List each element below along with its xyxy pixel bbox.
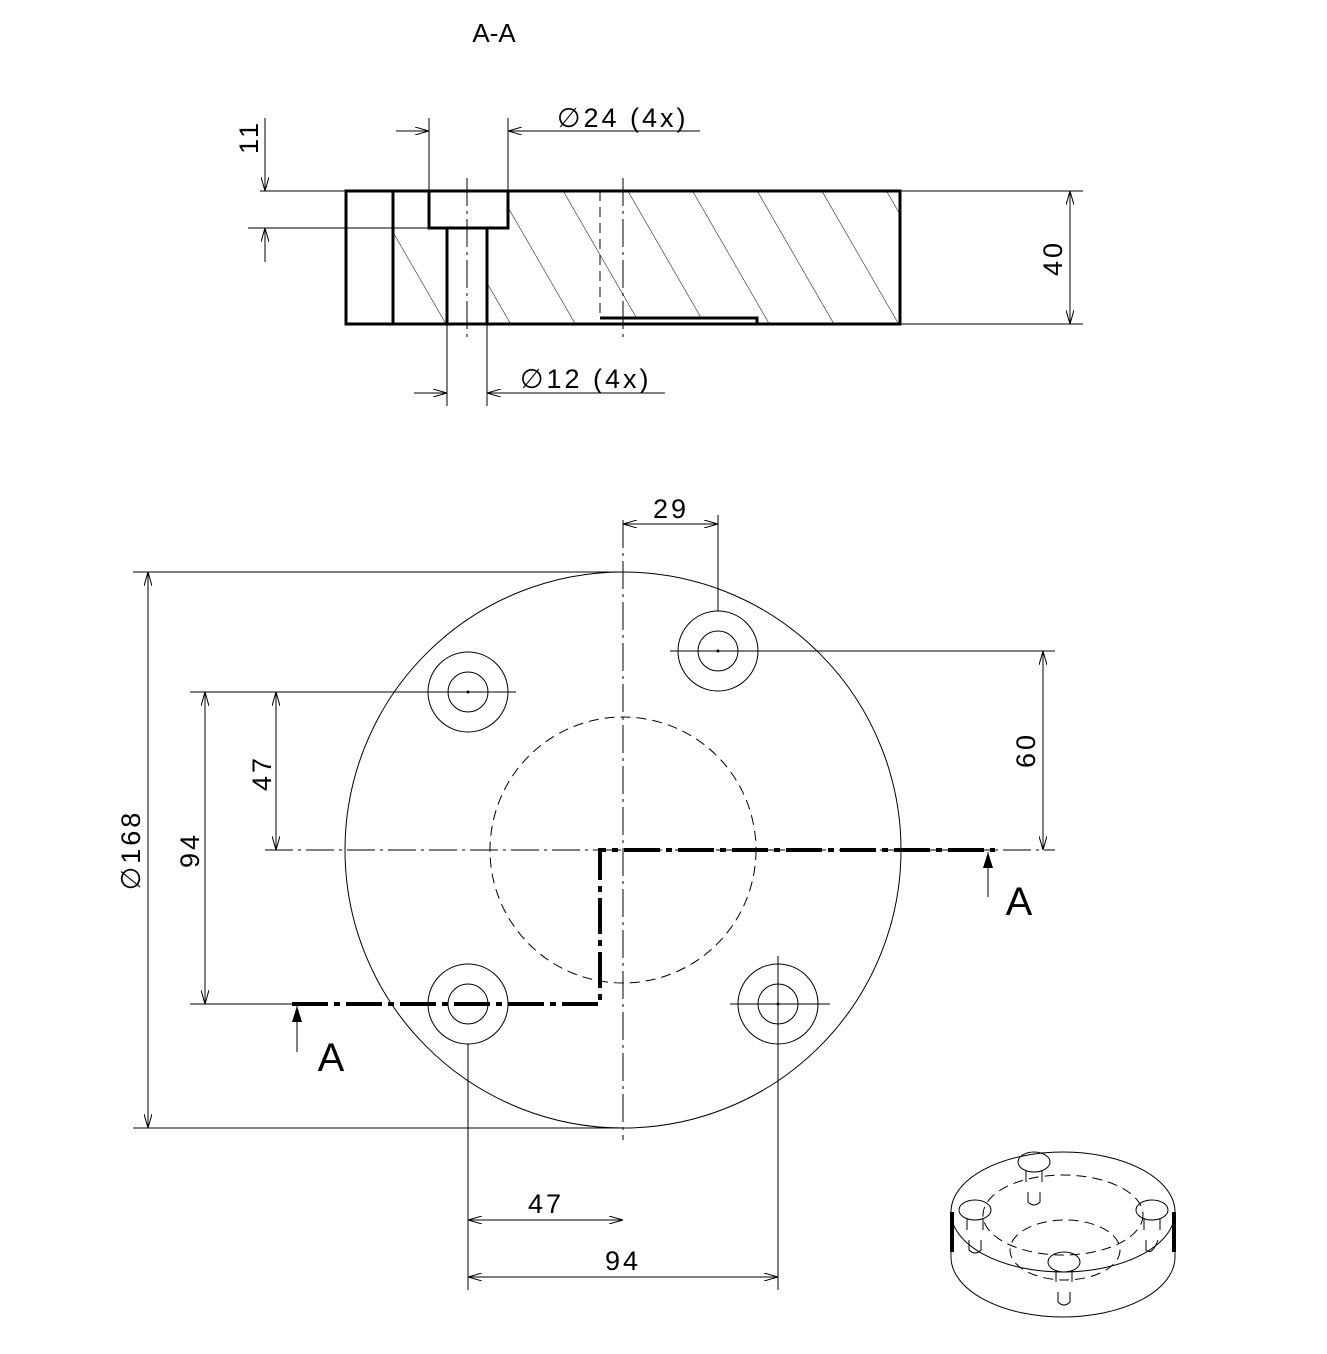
through-hole	[445, 228, 489, 324]
section-marker-right: A	[1006, 880, 1033, 924]
counterbore-dim-label: ∅24 (4x)	[557, 103, 689, 133]
dim-60-label: 60	[1011, 732, 1041, 768]
counterbore	[427, 191, 510, 230]
dim-94-horizontal-label: 94	[605, 1246, 641, 1276]
hole-dim-label: ∅12 (4x)	[520, 364, 652, 394]
thickness-label: 40	[1038, 240, 1068, 276]
recess	[600, 316, 759, 324]
diameter-label: ∅168	[116, 810, 146, 891]
section-marker-left: A	[318, 1036, 345, 1080]
top-view: A A 29 60 47 94 ∅168 47 94	[116, 494, 1055, 1290]
dim-47-horizontal-label: 47	[528, 1189, 564, 1219]
hatching	[393, 191, 900, 324]
section-title: A-A	[472, 18, 516, 48]
dim-94-vertical-label: 94	[175, 832, 205, 868]
isometric-view	[950, 1151, 1176, 1318]
section-view: A-A ∅24 (4x) ∅12 (4x) 11 40	[234, 18, 1083, 406]
section-cut-line	[292, 848, 995, 1006]
iso-holes	[958, 1151, 1169, 1306]
dim-29-label: 29	[653, 494, 689, 524]
dim-47-vertical-label: 47	[247, 755, 277, 791]
counterbore-depth-label: 11	[234, 120, 264, 154]
